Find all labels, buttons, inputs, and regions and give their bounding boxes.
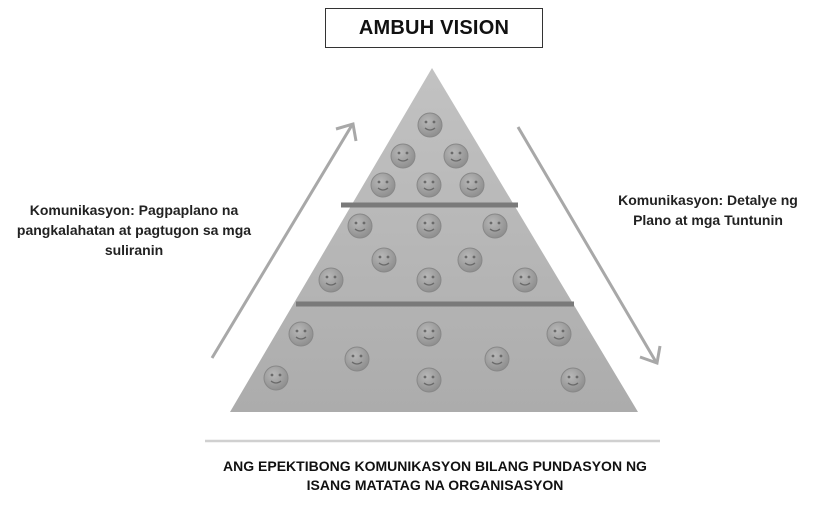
smiley-face-icon — [546, 321, 572, 347]
smiley-face-icon — [416, 321, 442, 347]
smiley-face-icon — [416, 267, 442, 293]
smiley-face-icon — [482, 213, 508, 239]
smiley-face-icon — [416, 213, 442, 239]
arrow-down-right-icon — [516, 126, 662, 366]
smiley-face-icon — [443, 143, 469, 169]
smiley-face-icon — [512, 267, 538, 293]
right-arrow-label: Komunikasyon: Detalye ng Plano at mga Tu… — [618, 192, 798, 228]
smiley-face-icon — [390, 143, 416, 169]
smiley-face-icon — [288, 321, 314, 347]
smiley-face-icon — [560, 367, 586, 393]
smiley-face-icon — [263, 365, 289, 391]
smiley-face-icon — [416, 172, 442, 198]
smiley-face-icon — [318, 267, 344, 293]
smiley-face-icon — [484, 346, 510, 372]
smiley-face-icon — [344, 346, 370, 372]
smiley-faces — [263, 112, 586, 393]
diagram-title: AMBUH VISION — [358, 16, 510, 39]
smiley-face-icon — [416, 367, 442, 393]
smiley-face-icon — [459, 172, 485, 198]
arrow-up-right-icon — [210, 122, 358, 359]
smiley-face-icon — [370, 172, 396, 198]
smiley-face-icon — [417, 112, 443, 138]
smiley-face-icon — [457, 247, 483, 273]
title-box: AMBUH VISION — [325, 8, 543, 48]
diagram-caption: ANG EPEKTIBONG KOMUNIKASYON BILANG PUNDA… — [223, 458, 647, 493]
smiley-face-icon — [347, 213, 373, 239]
pyramid — [230, 68, 638, 412]
left-arrow-label: Komunikasyon: Pagpaplano na pangkalahata… — [16, 202, 252, 258]
smiley-face-icon — [371, 247, 397, 273]
